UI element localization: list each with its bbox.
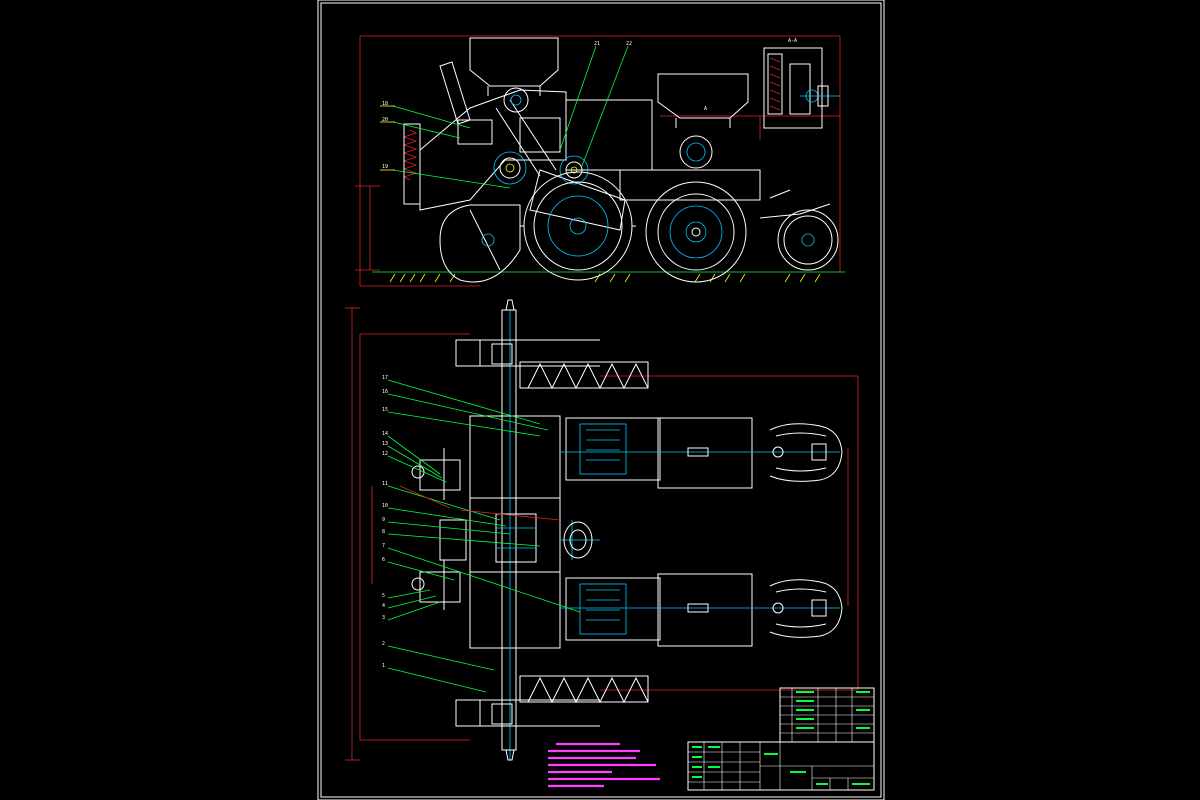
callout-18: 18 bbox=[382, 101, 388, 107]
plan-view: 17 16 15 14 13 12 11 10 9 8 7 6 5 4 3 2 … bbox=[345, 299, 859, 761]
callout-3: 3 bbox=[382, 615, 385, 621]
callout-9: 9 bbox=[382, 517, 385, 523]
callout-17: 17 bbox=[382, 375, 388, 381]
callout-7: 7 bbox=[382, 543, 385, 549]
title-block bbox=[687, 687, 875, 791]
callout-22: 22 bbox=[626, 41, 632, 47]
callout-16: 16 bbox=[382, 389, 388, 395]
callout-14: 14 bbox=[382, 431, 388, 437]
section-label: A-A bbox=[788, 38, 797, 44]
callout-2: 2 bbox=[382, 641, 385, 647]
technical-notes bbox=[548, 742, 660, 788]
callout-11: 11 bbox=[382, 481, 388, 487]
sheet-outer-border bbox=[317, 0, 885, 800]
callout-10: 10 bbox=[382, 503, 388, 509]
side-view: 18 20 19 21 22 A-A A bbox=[355, 35, 845, 287]
callout-21: 21 bbox=[594, 41, 600, 47]
callout-15: 15 bbox=[382, 407, 388, 413]
sheet-inner-border bbox=[320, 2, 882, 798]
callout-1: 1 bbox=[382, 663, 385, 669]
view-marker: A bbox=[704, 106, 707, 112]
callout-8: 8 bbox=[382, 529, 385, 535]
callout-13: 13 bbox=[382, 441, 388, 447]
callout-5: 5 bbox=[382, 593, 385, 599]
callout-6: 6 bbox=[382, 557, 385, 563]
callout-4: 4 bbox=[382, 603, 385, 609]
callout-19: 19 bbox=[382, 164, 388, 170]
callout-12: 12 bbox=[382, 451, 388, 457]
callout-20: 20 bbox=[382, 117, 388, 123]
